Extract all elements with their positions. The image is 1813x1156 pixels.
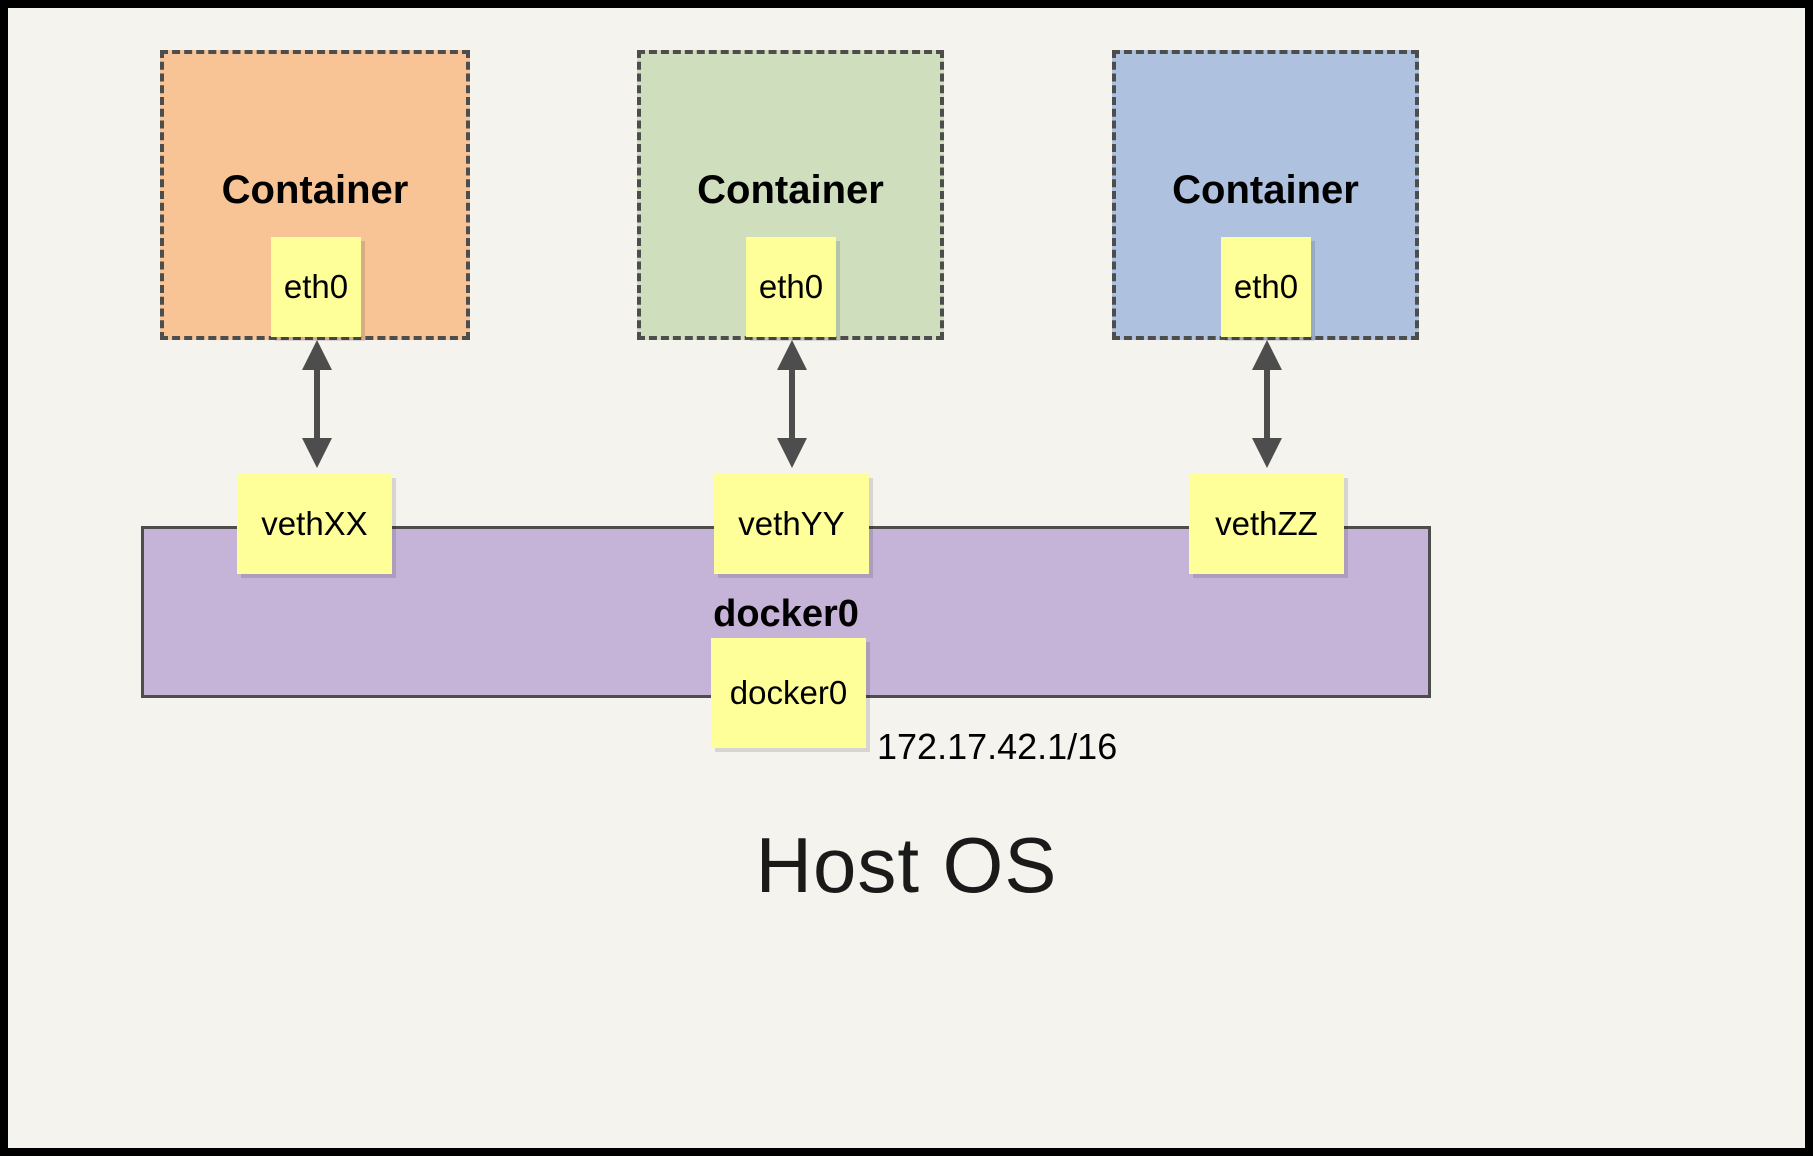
eth0-box-2: eth0	[746, 237, 836, 337]
docker0-ip-label: 172.17.42.1/16	[877, 726, 1118, 767]
container-box-3	[1112, 50, 1419, 340]
docker0-bridge-label: docker0	[713, 593, 859, 635]
veth-box-2: vethYY	[714, 474, 869, 574]
connector-arrow-1	[302, 340, 332, 468]
connector-arrow-3	[1252, 340, 1282, 468]
eth0-box-3: eth0	[1221, 237, 1311, 337]
diagram-stage: Container eth0 Container eth0 Container …	[8, 8, 1805, 1148]
container-title-2: Container	[697, 168, 884, 212]
eth0-box-1: eth0	[271, 237, 361, 337]
veth-box-3: vethZZ	[1189, 474, 1344, 574]
container-title-3: Container	[1172, 168, 1359, 212]
connector-arrow-2	[777, 340, 807, 468]
host-os-title: Host OS	[755, 821, 1058, 909]
container-title-1: Container	[221, 168, 409, 212]
veth-box-1: vethXX	[237, 474, 392, 574]
docker0-interface-box: docker0	[711, 638, 866, 748]
